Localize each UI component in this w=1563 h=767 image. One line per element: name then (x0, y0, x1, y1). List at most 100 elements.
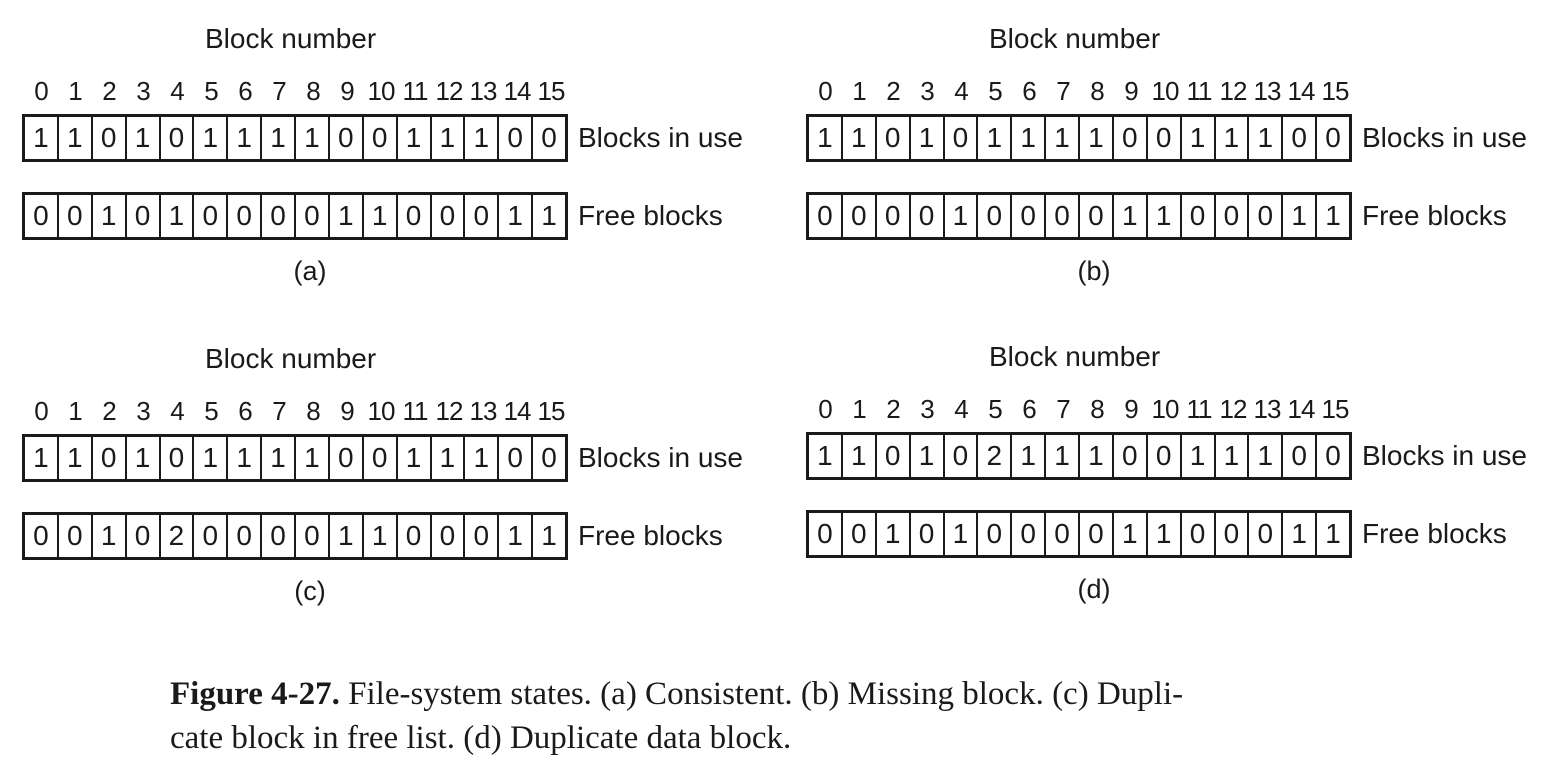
block-index: 5 (204, 76, 218, 106)
blocks-in-use-cell: 1 (1182, 117, 1216, 159)
free-blocks-cell: 0 (1249, 195, 1284, 237)
free-blocks-label: Free blocks (1362, 518, 1507, 549)
block-index: 6 (238, 396, 252, 426)
free-blocks-cell: 1 (364, 195, 398, 237)
blocks-in-use-cell: 1 (25, 437, 59, 479)
blocks-in-use-cell: 1 (1216, 435, 1250, 477)
blocks-in-use-cell: 1 (809, 117, 843, 159)
free-blocks-cell: 0 (432, 515, 466, 557)
blocks-in-use-cell: 0 (541, 442, 557, 473)
block-index: 1 (68, 76, 82, 106)
free-blocks-cell: 1 (1325, 518, 1341, 549)
block-index: 4 (954, 76, 968, 106)
blocks-in-use-cell: 1 (296, 437, 330, 479)
blocks-in-use-cell: 1 (127, 437, 161, 479)
block-index: 10 (367, 76, 396, 106)
blocks-in-use-cell: 0 (330, 117, 364, 159)
free-blocks-cell: 0 (978, 195, 1013, 237)
block-index: 9 (340, 76, 354, 106)
block-index: 2 (886, 394, 900, 424)
free-blocks-cell: 1 (1283, 513, 1318, 555)
block-index: 5 (204, 396, 218, 426)
free-blocks-cell: 2 (161, 515, 195, 557)
block-index: 4 (170, 76, 184, 106)
free-blocks-cell: 0 (398, 195, 432, 237)
blocks-in-use-cell: 0 (1148, 117, 1182, 159)
block-index: 2 (102, 396, 116, 426)
blocks-in-use-cell: 1 (978, 117, 1013, 159)
block-index: 14 (503, 396, 532, 426)
free-blocks-cell: 1 (93, 515, 127, 557)
block-number-heading: Block number (989, 341, 1161, 372)
blocks-in-use-cell: 1 (59, 437, 93, 479)
block-index: 3 (920, 76, 934, 106)
blocks-in-use-cell: 1 (432, 117, 466, 159)
free-blocks-cell: 0 (194, 515, 229, 557)
blocks-in-use-cell: 2 (978, 435, 1013, 477)
free-blocks-cell: 0 (978, 513, 1013, 555)
free-blocks-cell: 1 (1114, 195, 1148, 237)
blocks-in-use-cell: 1 (1216, 117, 1250, 159)
free-blocks-cell: 0 (1216, 513, 1250, 555)
blocks-in-use-cell: 0 (1114, 435, 1148, 477)
blocks-in-use-cell: 0 (93, 117, 127, 159)
block-index: 14 (503, 76, 532, 106)
free-blocks-cell: 0 (296, 515, 330, 557)
blocks-in-use-cell: 1 (296, 117, 330, 159)
caption-text-1: File-system states. (a) Consistent. (b) … (339, 676, 1184, 712)
blocks-in-use-cell: 1 (194, 437, 229, 479)
blocks-in-use-cell: 0 (1325, 122, 1341, 153)
free-blocks-cell: 0 (1046, 513, 1080, 555)
free-blocks-cell: 0 (59, 195, 93, 237)
free-blocks-cell: 0 (262, 515, 296, 557)
block-index: 1 (852, 394, 866, 424)
free-blocks-cell: 0 (1012, 513, 1047, 555)
blocks-in-use-cell: 1 (127, 117, 161, 159)
free-blocks-cell: 0 (59, 515, 93, 557)
block-index: 9 (1124, 394, 1138, 424)
blocks-in-use-label: Blocks in use (1362, 440, 1527, 471)
blocks-in-use-cell: 1 (228, 117, 263, 159)
free-blocks-label: Free blocks (578, 520, 723, 551)
free-blocks-cell: 0 (465, 515, 500, 557)
free-blocks-cell: 0 (1046, 195, 1080, 237)
free-blocks-cell: 1 (93, 195, 127, 237)
blocks-in-use-cell: 1 (809, 435, 843, 477)
free-blocks-label: Free blocks (1362, 200, 1507, 231)
blocks-in-use-cell: 1 (1080, 117, 1114, 159)
block-index: 7 (1056, 76, 1070, 106)
free-blocks-cell: 0 (127, 195, 161, 237)
blocks-in-use-cell: 0 (330, 437, 364, 479)
block-index: 12 (1219, 76, 1248, 106)
blocks-in-use-cell: 0 (877, 117, 911, 159)
panel-tag: (a) (293, 256, 327, 286)
free-blocks-cell: 0 (1012, 195, 1047, 237)
free-blocks-cell: 1 (1114, 513, 1148, 555)
block-index: 15 (1321, 76, 1350, 106)
free-blocks-cell: 0 (911, 513, 945, 555)
block-number-heading: Block number (205, 23, 377, 54)
block-index: 5 (988, 394, 1002, 424)
blocks-in-use-cell: 1 (843, 435, 877, 477)
blocks-in-use-cell: 0 (364, 117, 398, 159)
panel-tag: (d) (1077, 574, 1111, 604)
blocks-in-use-cell: 0 (1114, 117, 1148, 159)
block-index: 12 (1219, 394, 1248, 424)
free-blocks-cell: 0 (228, 515, 263, 557)
free-blocks-label: Free blocks (578, 200, 723, 231)
blocks-in-use-cell: 1 (25, 117, 59, 159)
free-blocks-cell: 0 (127, 515, 161, 557)
blocks-in-use-cell: 0 (499, 117, 534, 159)
block-index: 13 (1253, 394, 1282, 424)
block-index: 11 (402, 76, 429, 106)
blocks-in-use-cell: 1 (1046, 435, 1080, 477)
block-index: 14 (1287, 394, 1316, 424)
block-index: 4 (954, 394, 968, 424)
